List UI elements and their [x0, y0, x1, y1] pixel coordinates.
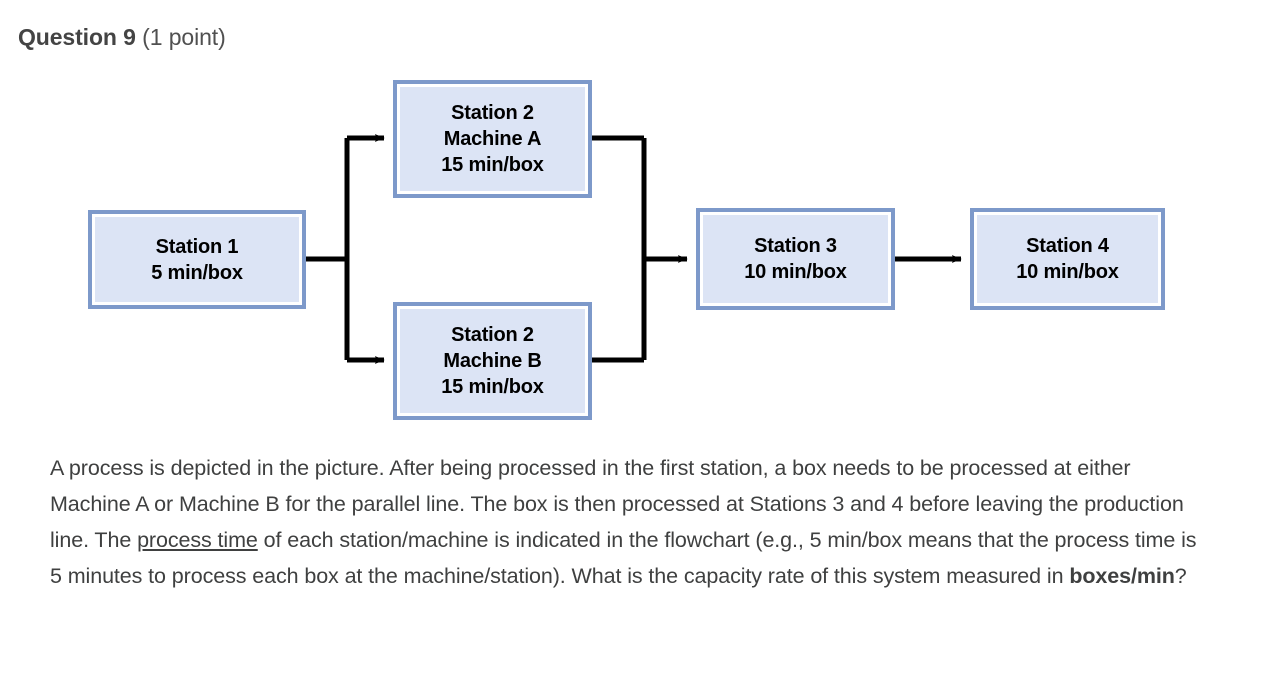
question-text-bold-units: boxes/min	[1069, 564, 1175, 588]
question-text-part1: A process is depicted in the picture. Af…	[50, 456, 1184, 552]
process-flowchart: Station 1 5 min/box Station 2 Machine A …	[88, 80, 1165, 420]
question-number: Question 9	[18, 24, 136, 50]
node-title: Station 1	[155, 235, 239, 258]
flowchart-node-station2-machine-b[interactable]: Station 2 Machine B 15 min/box	[393, 302, 592, 420]
question-text: A process is depicted in the picture. Af…	[50, 450, 1210, 594]
question-points: (1 point)	[142, 24, 226, 50]
node-time: 15 min/box	[441, 154, 544, 176]
node-time: 10 min/box	[744, 261, 847, 283]
question-text-part3: ?	[1174, 564, 1187, 588]
question-text-underlined: process time	[137, 528, 258, 552]
node-subtitle: Machine B	[443, 350, 542, 372]
flowchart-node-station1[interactable]: Station 1 5 min/box	[88, 210, 306, 309]
flowchart-node-station2-machine-a[interactable]: Station 2 Machine A 15 min/box	[393, 80, 592, 198]
node-title: Station 3	[754, 235, 837, 257]
node-subtitle: Machine A	[443, 128, 542, 150]
flowchart-node-station3[interactable]: Station 3 10 min/box	[696, 208, 895, 310]
node-time: 15 min/box	[441, 376, 544, 398]
node-time: 10 min/box	[1016, 261, 1119, 283]
node-title: Station 2	[451, 324, 534, 346]
node-time: 5 min/box	[151, 261, 243, 284]
node-title: Station 4	[1026, 235, 1109, 257]
question-text-part2: of each station/machine is indicated in …	[50, 528, 1197, 588]
page-title: Question 9 (1 point)	[18, 24, 226, 51]
flowchart-node-station4[interactable]: Station 4 10 min/box	[970, 208, 1165, 310]
node-title: Station 2	[451, 102, 534, 124]
flowchart-connectors	[306, 134, 962, 364]
